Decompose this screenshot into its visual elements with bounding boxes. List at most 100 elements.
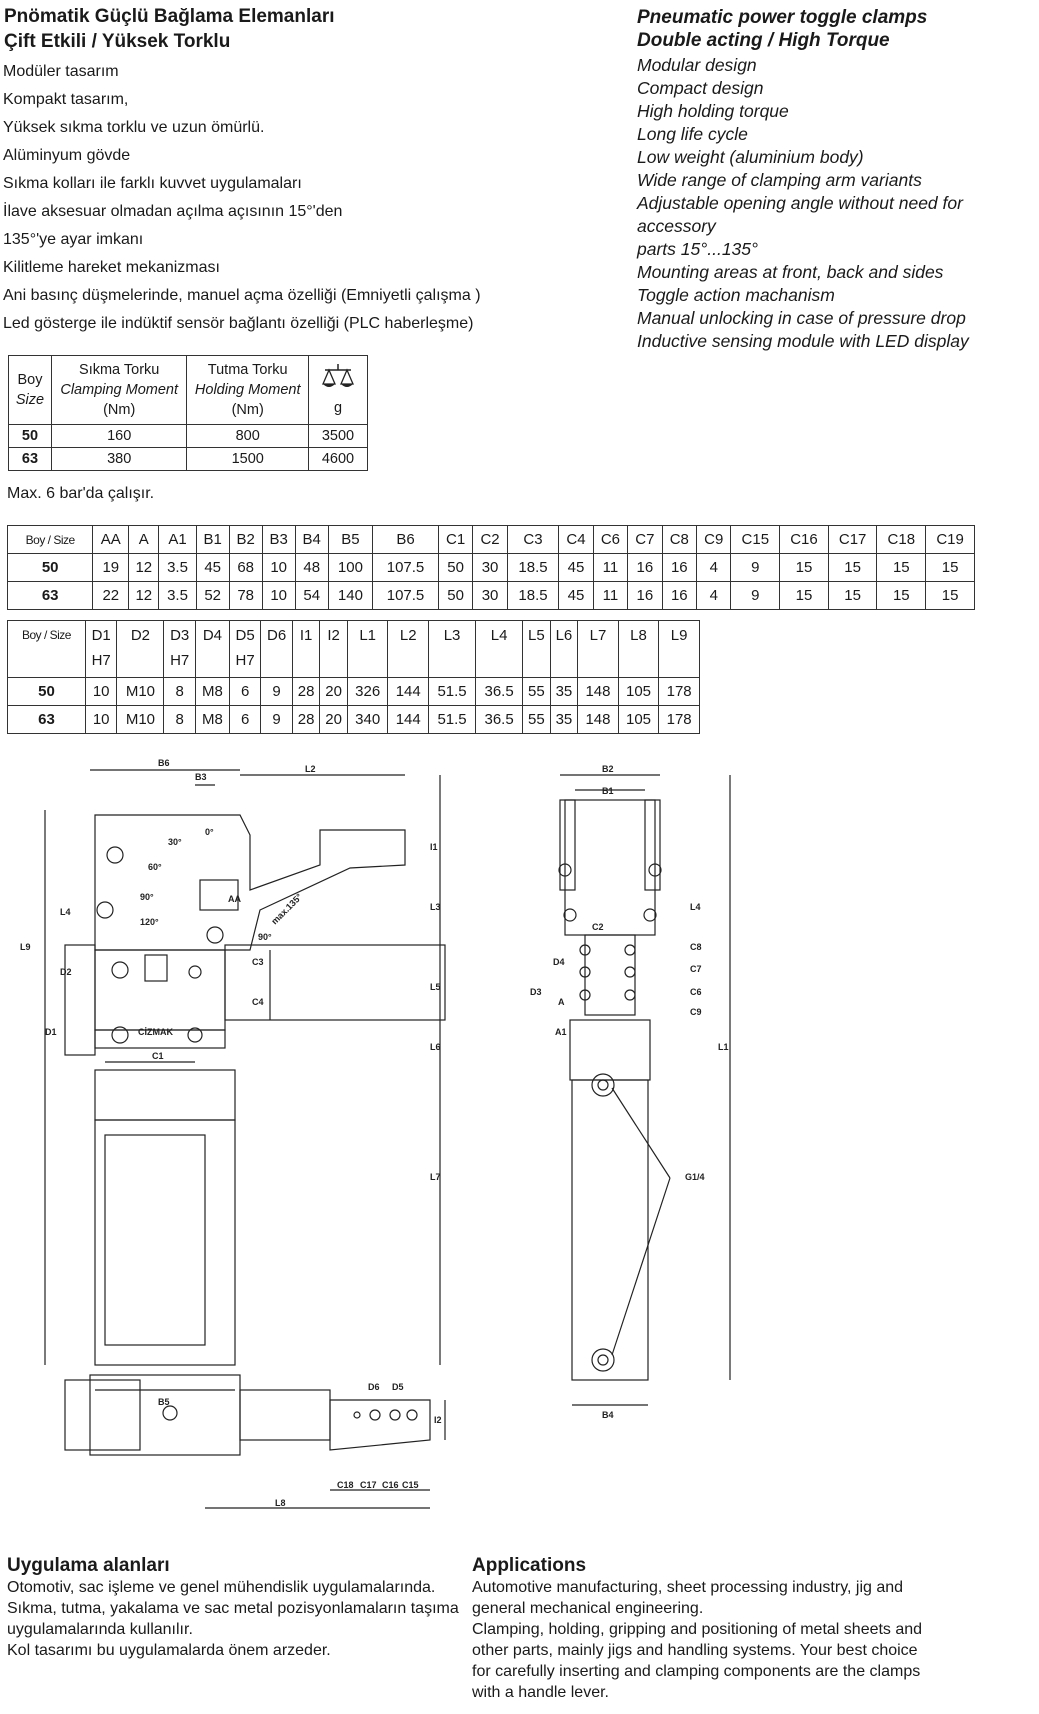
dim-C8: C8 xyxy=(690,942,702,952)
dim-C9: C9 xyxy=(690,1007,702,1017)
title-line-2: Çift Etkili / Yüksek Torklu xyxy=(4,31,231,52)
cell: 50 xyxy=(437,553,474,582)
application-line: Automotive manufacturing, sheet processi… xyxy=(472,1579,904,1596)
feature-item: Inductive sensing module with LED displa… xyxy=(637,331,969,351)
cell: 105 xyxy=(617,705,660,734)
dim-L9: L9 xyxy=(20,942,31,952)
dim-C1: C1 xyxy=(152,1051,164,1061)
dim-I1: I1 xyxy=(430,842,438,852)
header-cell: L6 xyxy=(549,620,579,678)
header-label: B4 xyxy=(302,531,321,548)
header-label: L3 xyxy=(443,627,461,644)
dim-C16: C16 xyxy=(382,1480,399,1490)
header-cell: B4 xyxy=(294,525,329,554)
cell: 107.5 xyxy=(372,581,439,610)
dim-L6: L6 xyxy=(430,1042,441,1052)
feature-item: Wide range of clamping arm variants xyxy=(637,170,922,190)
cell: 10 xyxy=(84,677,118,706)
cell: M10 xyxy=(116,705,165,734)
application-line: Clamping, holding, gripping and position… xyxy=(472,1621,923,1638)
header-label: C19 xyxy=(936,531,964,548)
header-cell: L4 xyxy=(475,620,524,678)
header-label: C1 xyxy=(446,531,466,548)
cell: 45 xyxy=(558,553,594,582)
cell: 140 xyxy=(327,581,374,610)
cell: 45 xyxy=(558,581,594,610)
angle-30: 30° xyxy=(168,837,182,847)
cell-weight: 4600 xyxy=(308,447,368,471)
cell: 36.5 xyxy=(475,677,524,706)
dim-L3: L3 xyxy=(430,902,441,912)
cell: 28 xyxy=(291,705,321,734)
cell: 55 xyxy=(522,677,551,706)
brand-logo: CİZMAK xyxy=(138,1027,173,1037)
cell: 15 xyxy=(876,581,927,610)
header-label: D5 xyxy=(235,627,255,644)
title-line-1: Pneumatic power toggle clamps xyxy=(637,7,928,28)
application-line: Sıkma, tutma, yakalama ve sac metal pozi… xyxy=(7,1600,459,1617)
header-cell: L3 xyxy=(428,620,477,678)
header-label: Boy / Size xyxy=(21,628,72,642)
dim-C6: C6 xyxy=(690,987,702,997)
cell-weight: 3500 xyxy=(308,424,368,448)
front-view: B2 B1 C2 D4 D3 A A1 L4 C8 C7 C6 C9 L1 G1… xyxy=(530,764,731,1420)
feature-item: Long life cycle xyxy=(637,124,748,144)
feature-item: Manual unlocking in case of pressure dro… xyxy=(637,308,966,328)
angle-90: 90° xyxy=(140,892,154,902)
header-label: B6 xyxy=(396,531,415,548)
header-cell: C7 xyxy=(627,525,663,554)
cell: 30 xyxy=(472,553,508,582)
dim-B5: B5 xyxy=(158,1397,170,1407)
header-cell: A xyxy=(128,525,160,554)
dim-G14: G1/4 xyxy=(685,1172,705,1182)
header-label: C9 xyxy=(704,531,724,548)
dim-L4: L4 xyxy=(60,907,71,917)
header-cell: C1 xyxy=(437,525,474,554)
angle-60: 60° xyxy=(148,862,162,872)
header-cell: B2 xyxy=(228,525,263,554)
cell: 28 xyxy=(291,677,321,706)
header-cell: Boy / Size xyxy=(7,620,86,678)
cell: 30 xyxy=(472,581,508,610)
english-title: Pneumatic power toggle clamps Double act… xyxy=(637,6,927,52)
feature-item: Sıkma kolları ile farklı kuvvet uygulama… xyxy=(3,175,302,192)
header-cell: D6 xyxy=(260,620,293,678)
cell: 4 xyxy=(696,553,732,582)
technical-drawing: B6 B3 L2 I1 AA L3 L4 L9 D2 C3 C4 L5 D1 C… xyxy=(20,758,731,1509)
cell: 100 xyxy=(327,553,374,582)
cell: 54 xyxy=(294,581,329,610)
feature-item: Toggle action machanism xyxy=(637,285,835,305)
dim-L5: L5 xyxy=(430,982,441,992)
header-sublabel: H7 xyxy=(170,652,190,669)
header-cell: D4 xyxy=(194,620,230,678)
cell: 148 xyxy=(577,677,619,706)
header-label: A xyxy=(138,531,149,548)
cell-size: 50 xyxy=(8,424,52,448)
cell: 22 xyxy=(92,581,130,610)
header-label: I2 xyxy=(327,627,340,644)
header-cell: B1 xyxy=(195,525,230,554)
feature-item: Yüksek sıkma torklu ve uzun ömürlü. xyxy=(3,119,265,136)
cell: 107.5 xyxy=(372,553,439,582)
dim-C7: C7 xyxy=(690,964,702,974)
dim-B3: B3 xyxy=(195,772,207,782)
cell: 20 xyxy=(319,705,348,734)
dim-L4: L4 xyxy=(690,902,701,912)
cell: 9 xyxy=(260,677,293,706)
cell: 19 xyxy=(92,553,130,582)
cell: 63 xyxy=(6,581,94,610)
header-label: B3 xyxy=(269,531,288,548)
cell: 9 xyxy=(260,705,293,734)
dim-A: A xyxy=(558,997,565,1007)
header-cell: L2 xyxy=(387,620,430,678)
cell: 63 xyxy=(7,705,86,734)
cell: 11 xyxy=(592,581,629,610)
header-cell: C3 xyxy=(506,525,560,554)
cell: 11 xyxy=(592,553,629,582)
